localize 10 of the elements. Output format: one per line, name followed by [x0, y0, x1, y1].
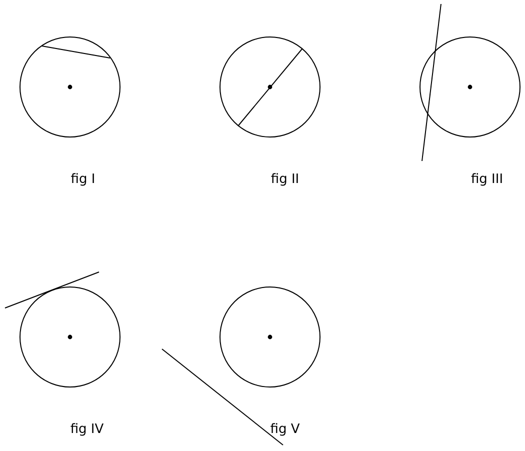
figure-caption: fig III	[470, 172, 504, 187]
circle-with-center-dot	[219, 286, 321, 388]
figure-caption: fig V	[270, 422, 300, 437]
figure-caption: fig II	[270, 172, 300, 187]
circle-with-center-dot	[19, 286, 121, 388]
figure-caption: fig I	[70, 172, 96, 187]
figure-caption: fig IV	[70, 422, 104, 437]
circle-with-center-dot	[419, 36, 521, 138]
circle-with-center-dot	[19, 36, 121, 138]
circle-with-center-dot	[219, 36, 321, 138]
